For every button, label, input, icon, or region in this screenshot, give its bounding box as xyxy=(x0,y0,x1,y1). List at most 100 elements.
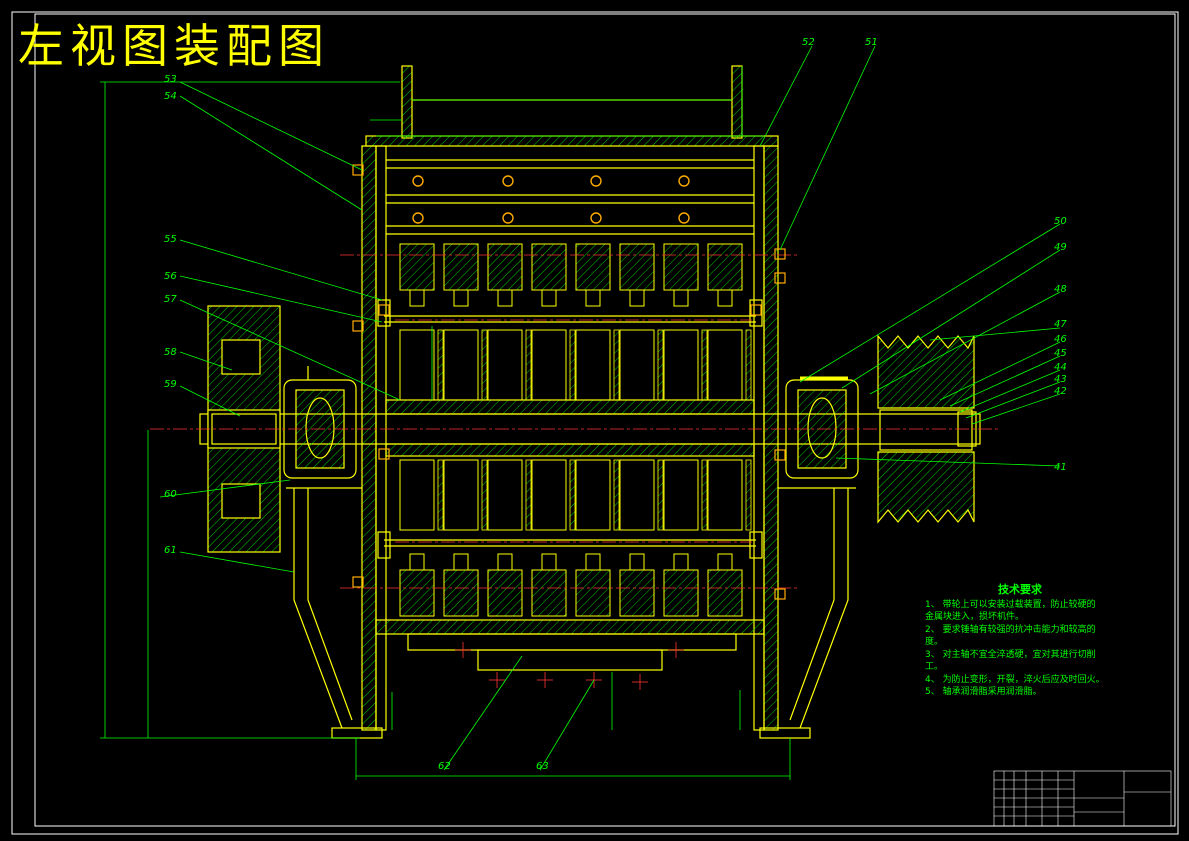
part-number-labels: 53 54 55 56 57 58 59 60 61 62 63 52 51 5… xyxy=(164,37,1067,772)
side-bolt xyxy=(774,588,786,600)
hammer-body xyxy=(443,329,479,401)
hammer-neck xyxy=(541,289,557,307)
hammer-body xyxy=(707,329,743,401)
rotor-disc xyxy=(701,329,708,401)
bolt-head xyxy=(590,175,602,187)
side-bolt xyxy=(378,448,390,460)
side-bolt xyxy=(774,272,786,284)
requirement-line: 3、 对主轴不宜全淬透硬，宜对其进行切削 xyxy=(925,649,1096,660)
bolt-head xyxy=(678,212,690,224)
part-label-53: 53 xyxy=(164,74,177,85)
hammer-neck xyxy=(541,553,557,571)
hammer-body xyxy=(487,329,523,401)
part-label-43: 43 xyxy=(1054,374,1067,385)
hammer-block xyxy=(399,569,435,617)
part-label-51: 51 xyxy=(865,37,878,48)
hammer-block xyxy=(487,569,523,617)
hammer-rods xyxy=(437,329,752,531)
hammer-body xyxy=(399,329,435,401)
hammer-body xyxy=(575,329,611,401)
side-bolt xyxy=(774,248,786,260)
rotor-shaft xyxy=(199,299,981,559)
rotor-disc xyxy=(481,329,488,401)
hammer-body xyxy=(399,459,435,531)
right-v-belt-pulley xyxy=(877,334,977,524)
rotor-disc xyxy=(481,459,488,531)
hammer-block xyxy=(619,243,655,291)
left-bearing-assembly xyxy=(283,366,357,479)
part-label-58: 58 xyxy=(164,347,177,358)
hammer-body xyxy=(619,329,655,401)
fastener-bolts xyxy=(352,164,786,690)
rotor-disc xyxy=(525,329,532,401)
hammer-block xyxy=(663,569,699,617)
hammer-body xyxy=(531,459,567,531)
rotor-disc xyxy=(657,459,664,531)
rotor-disc xyxy=(569,459,576,531)
part-label-42: 42 xyxy=(1054,386,1067,397)
part-label-55: 55 xyxy=(164,234,177,245)
hammer-block xyxy=(663,243,699,291)
hammer-body xyxy=(575,459,611,531)
hammer-body xyxy=(663,329,699,401)
hammer-block xyxy=(707,569,743,617)
rotor-disc xyxy=(657,329,664,401)
bolt-head xyxy=(502,175,514,187)
drawing-frame xyxy=(34,13,1176,827)
part-label-60: 60 xyxy=(164,489,177,500)
requirement-line: 金属块进入，损坏机件。 xyxy=(925,612,1025,622)
rotor-disc xyxy=(701,459,708,531)
requirement-line: 1、 带轮上可以安装过载装置，防止较硬的 xyxy=(925,599,1096,610)
rotor-disc xyxy=(745,459,752,531)
side-bolt xyxy=(774,449,786,461)
title-block xyxy=(993,770,1172,827)
part-label-48: 48 xyxy=(1054,284,1067,295)
part-leader-lines xyxy=(159,45,1061,771)
hammer-neck xyxy=(717,553,733,571)
part-label-56: 56 xyxy=(164,271,177,282)
hammer-body xyxy=(487,459,523,531)
hammer-neck xyxy=(453,289,469,307)
bolt-head xyxy=(678,175,690,187)
part-label-44: 44 xyxy=(1054,362,1067,373)
part-label-47: 47 xyxy=(1054,319,1067,330)
right-bearing-assembly xyxy=(785,376,859,479)
drawing-title: 左视图装配图 xyxy=(18,19,330,73)
sheet-border xyxy=(11,11,1179,835)
requirement-line: 度。 xyxy=(925,637,944,647)
hammer-body xyxy=(531,329,567,401)
rotor-disc xyxy=(613,459,620,531)
requirement-line: 工。 xyxy=(925,662,944,672)
hammer-neck xyxy=(497,553,513,571)
hammer-block xyxy=(443,569,479,617)
hammer-neck xyxy=(585,553,601,571)
hammer-block xyxy=(707,243,743,291)
part-label-62: 62 xyxy=(438,761,451,772)
hammer-block xyxy=(619,569,655,617)
requirement-line: 4、 为防止变形，开裂，淬火后应及时回火。 xyxy=(925,674,1105,685)
hammer-neck xyxy=(453,553,469,571)
hammer-block xyxy=(531,243,567,291)
hammer-neck xyxy=(629,553,645,571)
rotor-disc xyxy=(745,329,752,401)
hammer-body xyxy=(663,459,699,531)
bolt-head xyxy=(590,212,602,224)
hammer-body xyxy=(707,459,743,531)
hammer-block xyxy=(531,569,567,617)
hammer-block xyxy=(399,243,435,291)
part-label-61: 61 xyxy=(164,545,177,556)
side-bolt xyxy=(378,304,390,316)
side-bolt xyxy=(352,164,364,176)
hammer-neck xyxy=(717,289,733,307)
requirement-line: 5、 轴承润滑脂采用润滑脂。 xyxy=(925,687,1042,697)
rotor-disc xyxy=(437,459,444,531)
rotor-disc xyxy=(437,329,444,401)
part-label-63: 63 xyxy=(536,761,549,772)
side-bolt xyxy=(750,304,762,316)
dimension-lines xyxy=(100,66,791,780)
hammer-neck xyxy=(673,553,689,571)
rotor-disc xyxy=(613,329,620,401)
technical-requirements-heading: 技术要求 xyxy=(998,583,1042,596)
hammer-neck xyxy=(409,289,425,307)
